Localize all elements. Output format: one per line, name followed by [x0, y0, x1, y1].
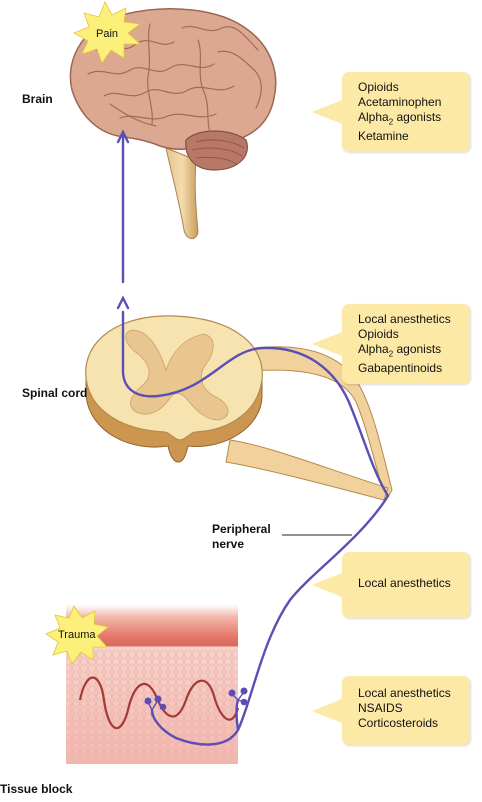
- nerve-drugs-callout: Local anesthetics: [312, 552, 470, 618]
- spinal-drug-list: Local anesthetics Opioids Alpha2 agonist…: [342, 304, 470, 384]
- spinal-drugs-callout: Local anesthetics Opioids Alpha2 agonist…: [312, 304, 470, 385]
- nerve-endings: [144, 687, 248, 716]
- brainstem: [165, 147, 199, 239]
- callout-pointer: [312, 573, 342, 597]
- spinal-cord-label: Spinal cord: [22, 386, 88, 400]
- drug-item: Acetaminophen: [358, 95, 442, 109]
- brain-arrowhead: [116, 129, 130, 144]
- brain-drug-list: Opioids Acetaminophen Alpha2 agonists Ke…: [342, 72, 470, 152]
- peripheral-afferent: [150, 494, 390, 746]
- trauma-label: Trauma: [58, 629, 96, 641]
- callout-pointer: [312, 698, 342, 723]
- brain-label: Brain: [22, 92, 53, 106]
- drug-item: Alpha2 agonists: [358, 342, 442, 359]
- drug-item: Ketamine: [358, 129, 409, 144]
- callout-pointer: [312, 100, 342, 125]
- drug-item: NSAIDS: [358, 701, 403, 715]
- drug-item: Local anesthetics: [358, 312, 451, 326]
- brain-illustration: [69, 8, 277, 239]
- cord-arrowhead: [116, 295, 130, 310]
- drug-item: Gabapentinoids: [358, 361, 443, 376]
- drug-item: Opioids: [358, 80, 399, 94]
- ascending-tract-lower: [121, 310, 390, 498]
- peripheral-nerve-label-line1: Peripheral: [212, 522, 271, 536]
- drug-item: Corticosteroids: [358, 716, 439, 730]
- drug-item: Opioids: [358, 327, 399, 341]
- drug-item: Alpha2 agonists: [358, 110, 442, 127]
- drug-item: Local anesthetics: [358, 576, 451, 590]
- dermal-papillae: [78, 676, 240, 730]
- peripheral-nerve-label-line2: nerve: [212, 537, 245, 551]
- tissue-drugs-callout: Local anesthetics NSAIDS Corticosteroids: [312, 676, 470, 745]
- tissue-drug-list: Local anesthetics NSAIDS Corticosteroids: [342, 676, 470, 745]
- nerve-drug-list: Local anesthetics: [342, 552, 470, 599]
- pain-starburst: [73, 1, 142, 64]
- drug-item: Local anesthetics: [358, 686, 451, 700]
- pain-label: Pain: [96, 28, 119, 40]
- spinal-cord-illustration: [85, 315, 393, 502]
- peripheral-nerve-label: Peripheral nerve: [212, 522, 271, 552]
- tissue-block-label: Tissue block: [0, 782, 73, 796]
- ventral-root: [225, 439, 389, 501]
- brain-drugs-callout: Opioids Acetaminophen Alpha2 agonists Ke…: [312, 72, 470, 153]
- cerebellum: [185, 130, 248, 171]
- trauma-starburst: [45, 605, 109, 665]
- callout-pointer: [312, 332, 342, 357]
- pain-pathway: [116, 129, 390, 746]
